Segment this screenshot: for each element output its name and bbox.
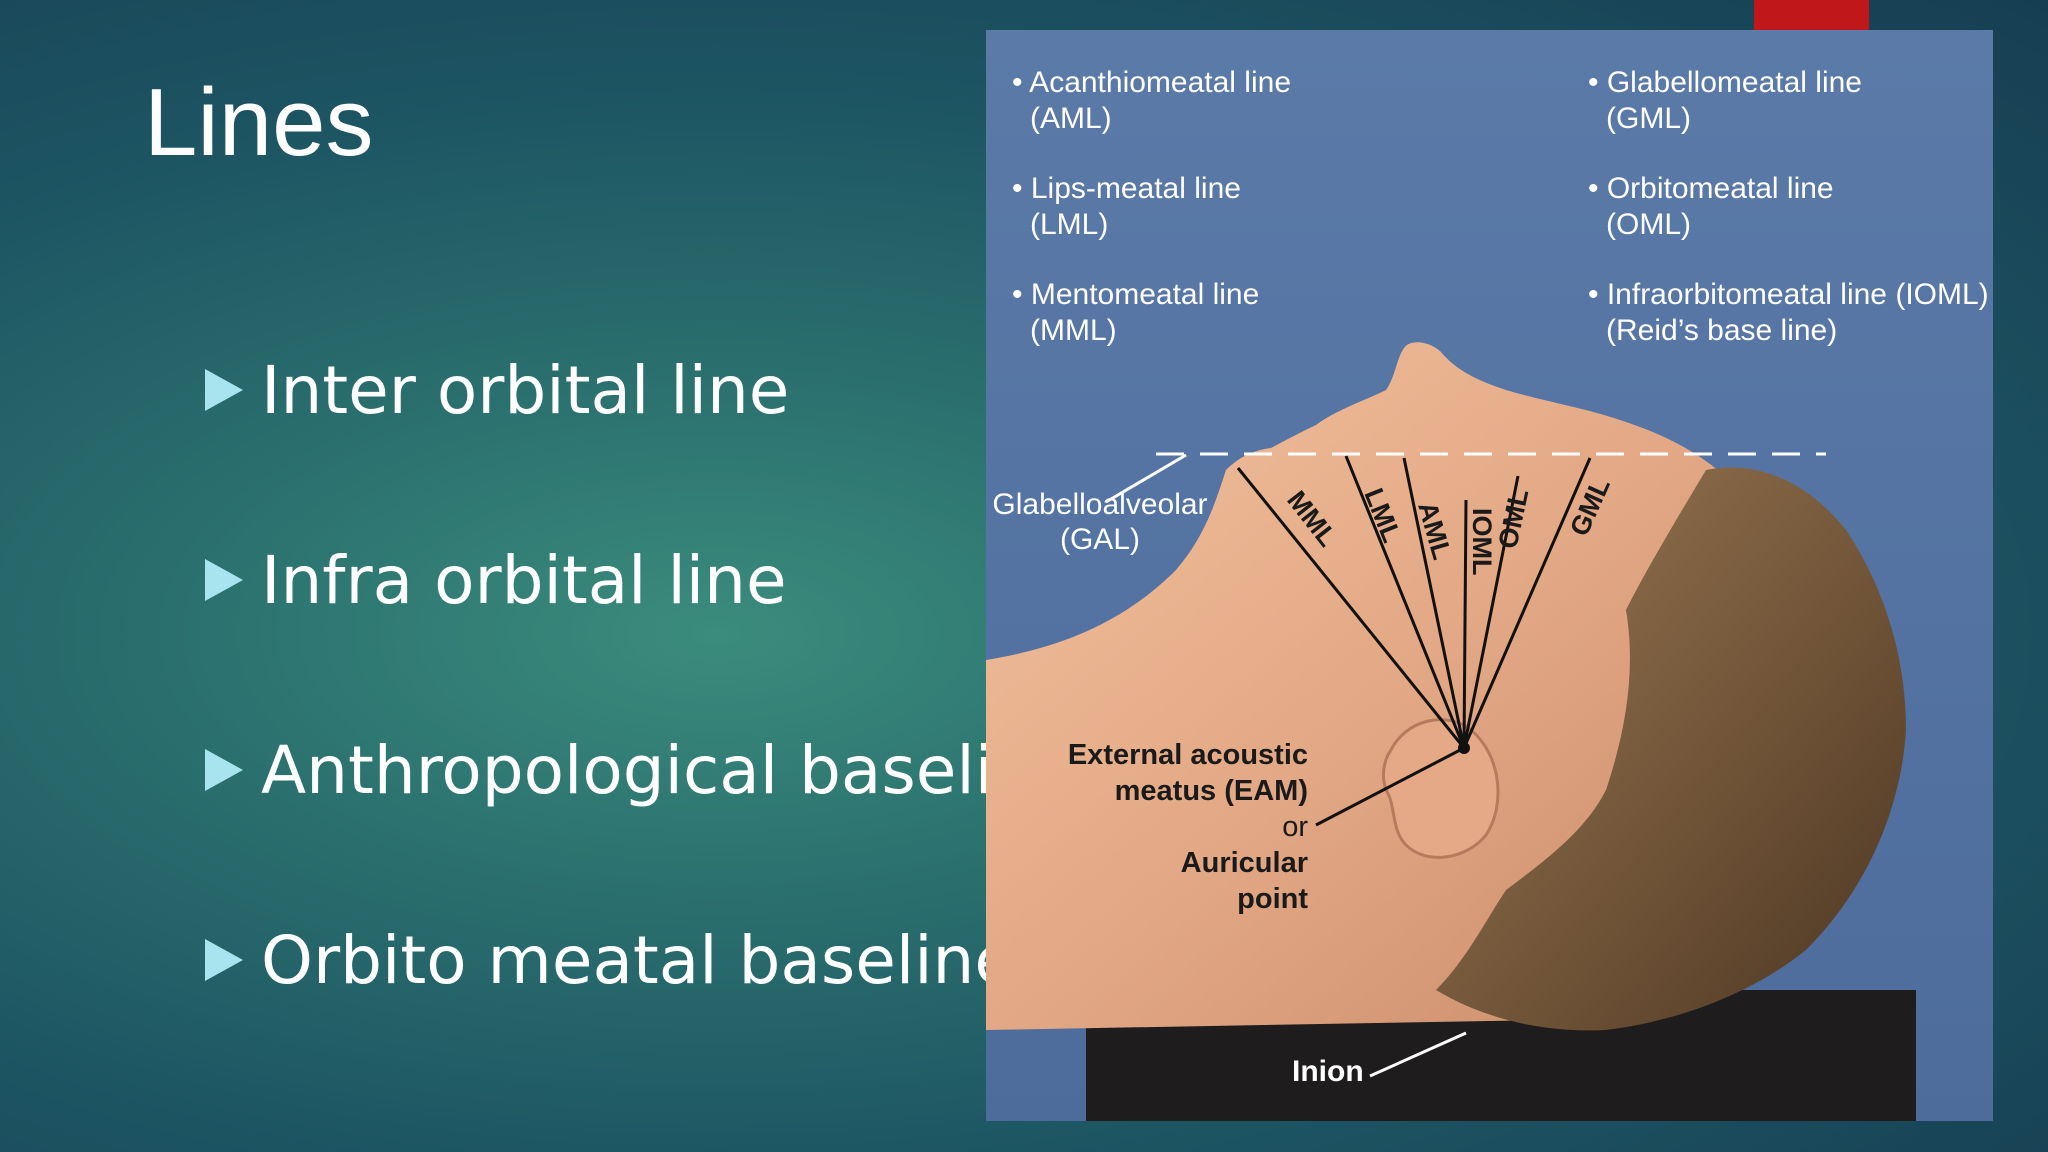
inion-label: Inion xyxy=(1292,1055,1364,1088)
gml-line xyxy=(1462,457,1592,749)
legend-aml-name: • Acanthiomeatal line xyxy=(1012,66,1291,99)
slide-title: Lines xyxy=(144,69,374,176)
legend-lml-abbr: (LML) xyxy=(1030,208,1108,241)
ioml-line xyxy=(1462,499,1468,749)
legend-ioml-name: • Infraorbitomeatal line (IOML) xyxy=(1588,278,1989,311)
aml-line xyxy=(1402,457,1466,749)
bullet-text: Orbito meatal baseline xyxy=(261,921,1015,999)
eam-label-line2: meatus (EAM) xyxy=(1115,775,1308,807)
triangle-bullet-icon xyxy=(205,939,243,981)
bullet-text: Anthropological baseline xyxy=(261,731,1076,809)
eam-label-line5: point xyxy=(1237,883,1308,915)
legend-mml-name: • Mentomeatal line xyxy=(1012,278,1259,311)
lml-line xyxy=(1344,455,1466,749)
legend-mml-abbr: (MML) xyxy=(1030,314,1117,347)
bullet-item: Anthropological baseline xyxy=(205,720,1075,820)
ear xyxy=(1382,718,1500,859)
legend-gml-name: • Glabellomeatal line xyxy=(1588,66,1862,99)
mml-line xyxy=(1236,467,1466,749)
baseline-lines xyxy=(1236,455,1592,749)
eam-pointer-line xyxy=(1315,746,1465,827)
legend-oml-name: • Orbitomeatal line xyxy=(1588,172,1834,205)
red-accent-bar xyxy=(1754,0,1869,30)
gal-label-name: Glabelloalveolar xyxy=(992,488,1207,521)
figure-illustration: MML LML AML IOML OML GML • Acanthiomeata… xyxy=(986,30,1993,1121)
bullet-item: Inter orbital line xyxy=(205,340,789,440)
bullet-item: Infra orbital line xyxy=(205,530,787,630)
gal-pointer-line xyxy=(1105,453,1187,504)
ioml-label: IOML xyxy=(1467,508,1497,576)
skull-lines-figure: MML LML AML IOML OML GML • Acanthiomeata… xyxy=(986,30,1993,1121)
eam-label-line4: Auricular xyxy=(1181,847,1308,879)
bullet-text: Inter orbital line xyxy=(261,351,790,429)
bullet-item: Orbito meatal baseline xyxy=(205,910,1015,1010)
eam-label-or: or xyxy=(1282,811,1308,843)
hair xyxy=(1436,467,1906,1031)
legend-ioml-abbr: (Reid’s base line) xyxy=(1606,314,1837,347)
legend-lml-name: • Lips-meatal line xyxy=(1012,172,1241,205)
legend-gml-abbr: (GML) xyxy=(1606,102,1691,135)
triangle-bullet-icon xyxy=(205,749,243,791)
oml-line xyxy=(1462,475,1520,749)
legend-oml-abbr: (OML) xyxy=(1606,208,1691,241)
triangle-bullet-icon xyxy=(205,559,243,601)
triangle-bullet-icon xyxy=(205,369,243,411)
legend-aml-abbr: (AML) xyxy=(1030,102,1112,135)
inion-pointer-line xyxy=(1369,1031,1467,1078)
eam-label-line1: External acoustic xyxy=(1068,739,1308,771)
gal-label-abbr: (GAL) xyxy=(1060,523,1140,556)
bullet-text: Infra orbital line xyxy=(261,541,787,619)
